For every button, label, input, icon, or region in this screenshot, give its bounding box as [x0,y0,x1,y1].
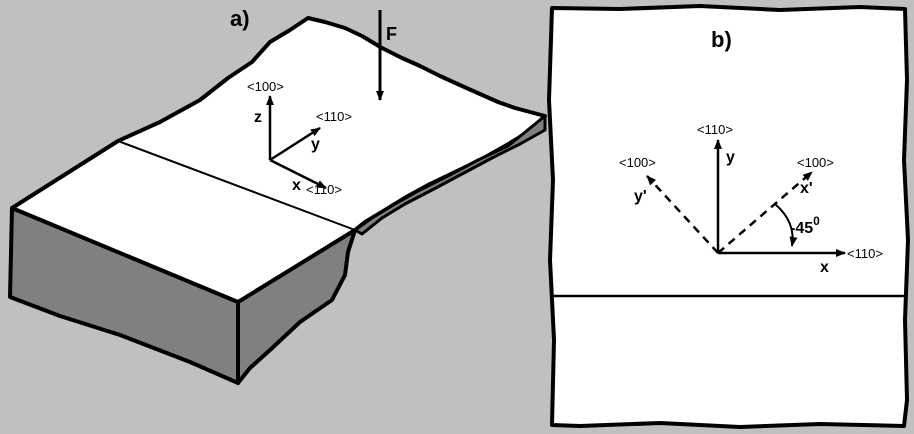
b-y-prime-axis-label: y' [634,188,647,205]
step-edge-line [117,140,356,231]
z-axis-label: z [254,109,262,126]
b-y-prime-direction-label: <100> [619,155,656,170]
panel-a-label: a) [230,6,250,31]
y-axis-arrow [269,126,321,162]
z-direction-label: <100> [247,79,284,94]
block-thin-edge [353,114,547,236]
panel-a: F a) z <100> y <110> x <110> [8,6,547,385]
block-side-face [236,228,357,385]
panel-b-label: b) [711,27,732,52]
b-x-prime-direction-label: <100> [797,155,834,170]
b-angle-label: -450 [790,214,820,237]
x-direction-label: <110> [306,182,342,197]
y-axis-label: y [311,136,320,153]
force-label: F [386,24,397,44]
b-angle-unit: 0 [813,214,820,228]
panel-b: b) <110> y x <110> <100> y' <100> x' -45… [547,4,910,429]
panel-b-frame [547,4,910,429]
b-x-prime-axis-arrow [717,171,813,254]
x-axis-arrow [269,158,327,190]
b-y-axis-label: y [726,149,735,166]
b-y-prime-axis-arrow [646,175,719,254]
b-x-prime-axis-label: x' [800,180,813,197]
x-axis-label: x [292,177,301,194]
b-angle-value: -45 [790,220,813,237]
b-y-direction-label: <110> [697,122,733,137]
b-x-direction-label: <110> [847,246,883,261]
b-angle-arc [774,203,798,247]
b-x-axis-label: x [820,259,829,276]
y-direction-label: <110> [316,109,352,124]
